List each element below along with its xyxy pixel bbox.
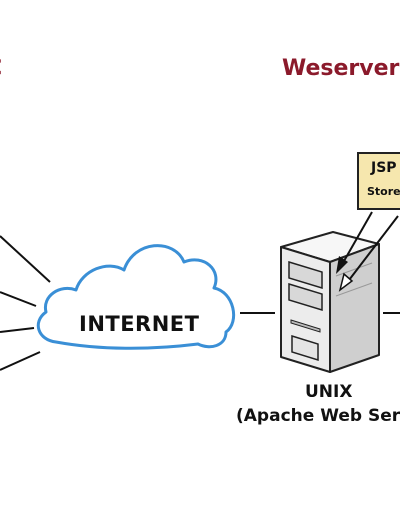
server-description-label: (Apache Web Serve (236, 406, 400, 426)
client-link-line-2 (0, 291, 37, 307)
note-arrow-line-2 (345, 215, 399, 285)
client-link-line-1 (0, 235, 51, 283)
jsp-note-box: JSP Store (357, 152, 400, 210)
note-arrow-head-1 (336, 256, 348, 274)
client-link-line-4 (0, 351, 41, 371)
client-heading: C (0, 56, 2, 81)
note-arrow-head-2 (338, 272, 354, 292)
server-tower-icon (280, 231, 380, 373)
jsp-note-title: JSP (371, 160, 397, 176)
webserver-heading: Weserver (282, 56, 400, 81)
jsp-note-subtitle: Store (367, 185, 400, 198)
internet-cloud-icon (36, 244, 236, 350)
internet-label: INTERNET (79, 312, 200, 336)
client-link-line-3 (0, 327, 35, 333)
server-name-label: UNIX (305, 382, 353, 402)
note-arrow-line-1 (339, 211, 373, 269)
